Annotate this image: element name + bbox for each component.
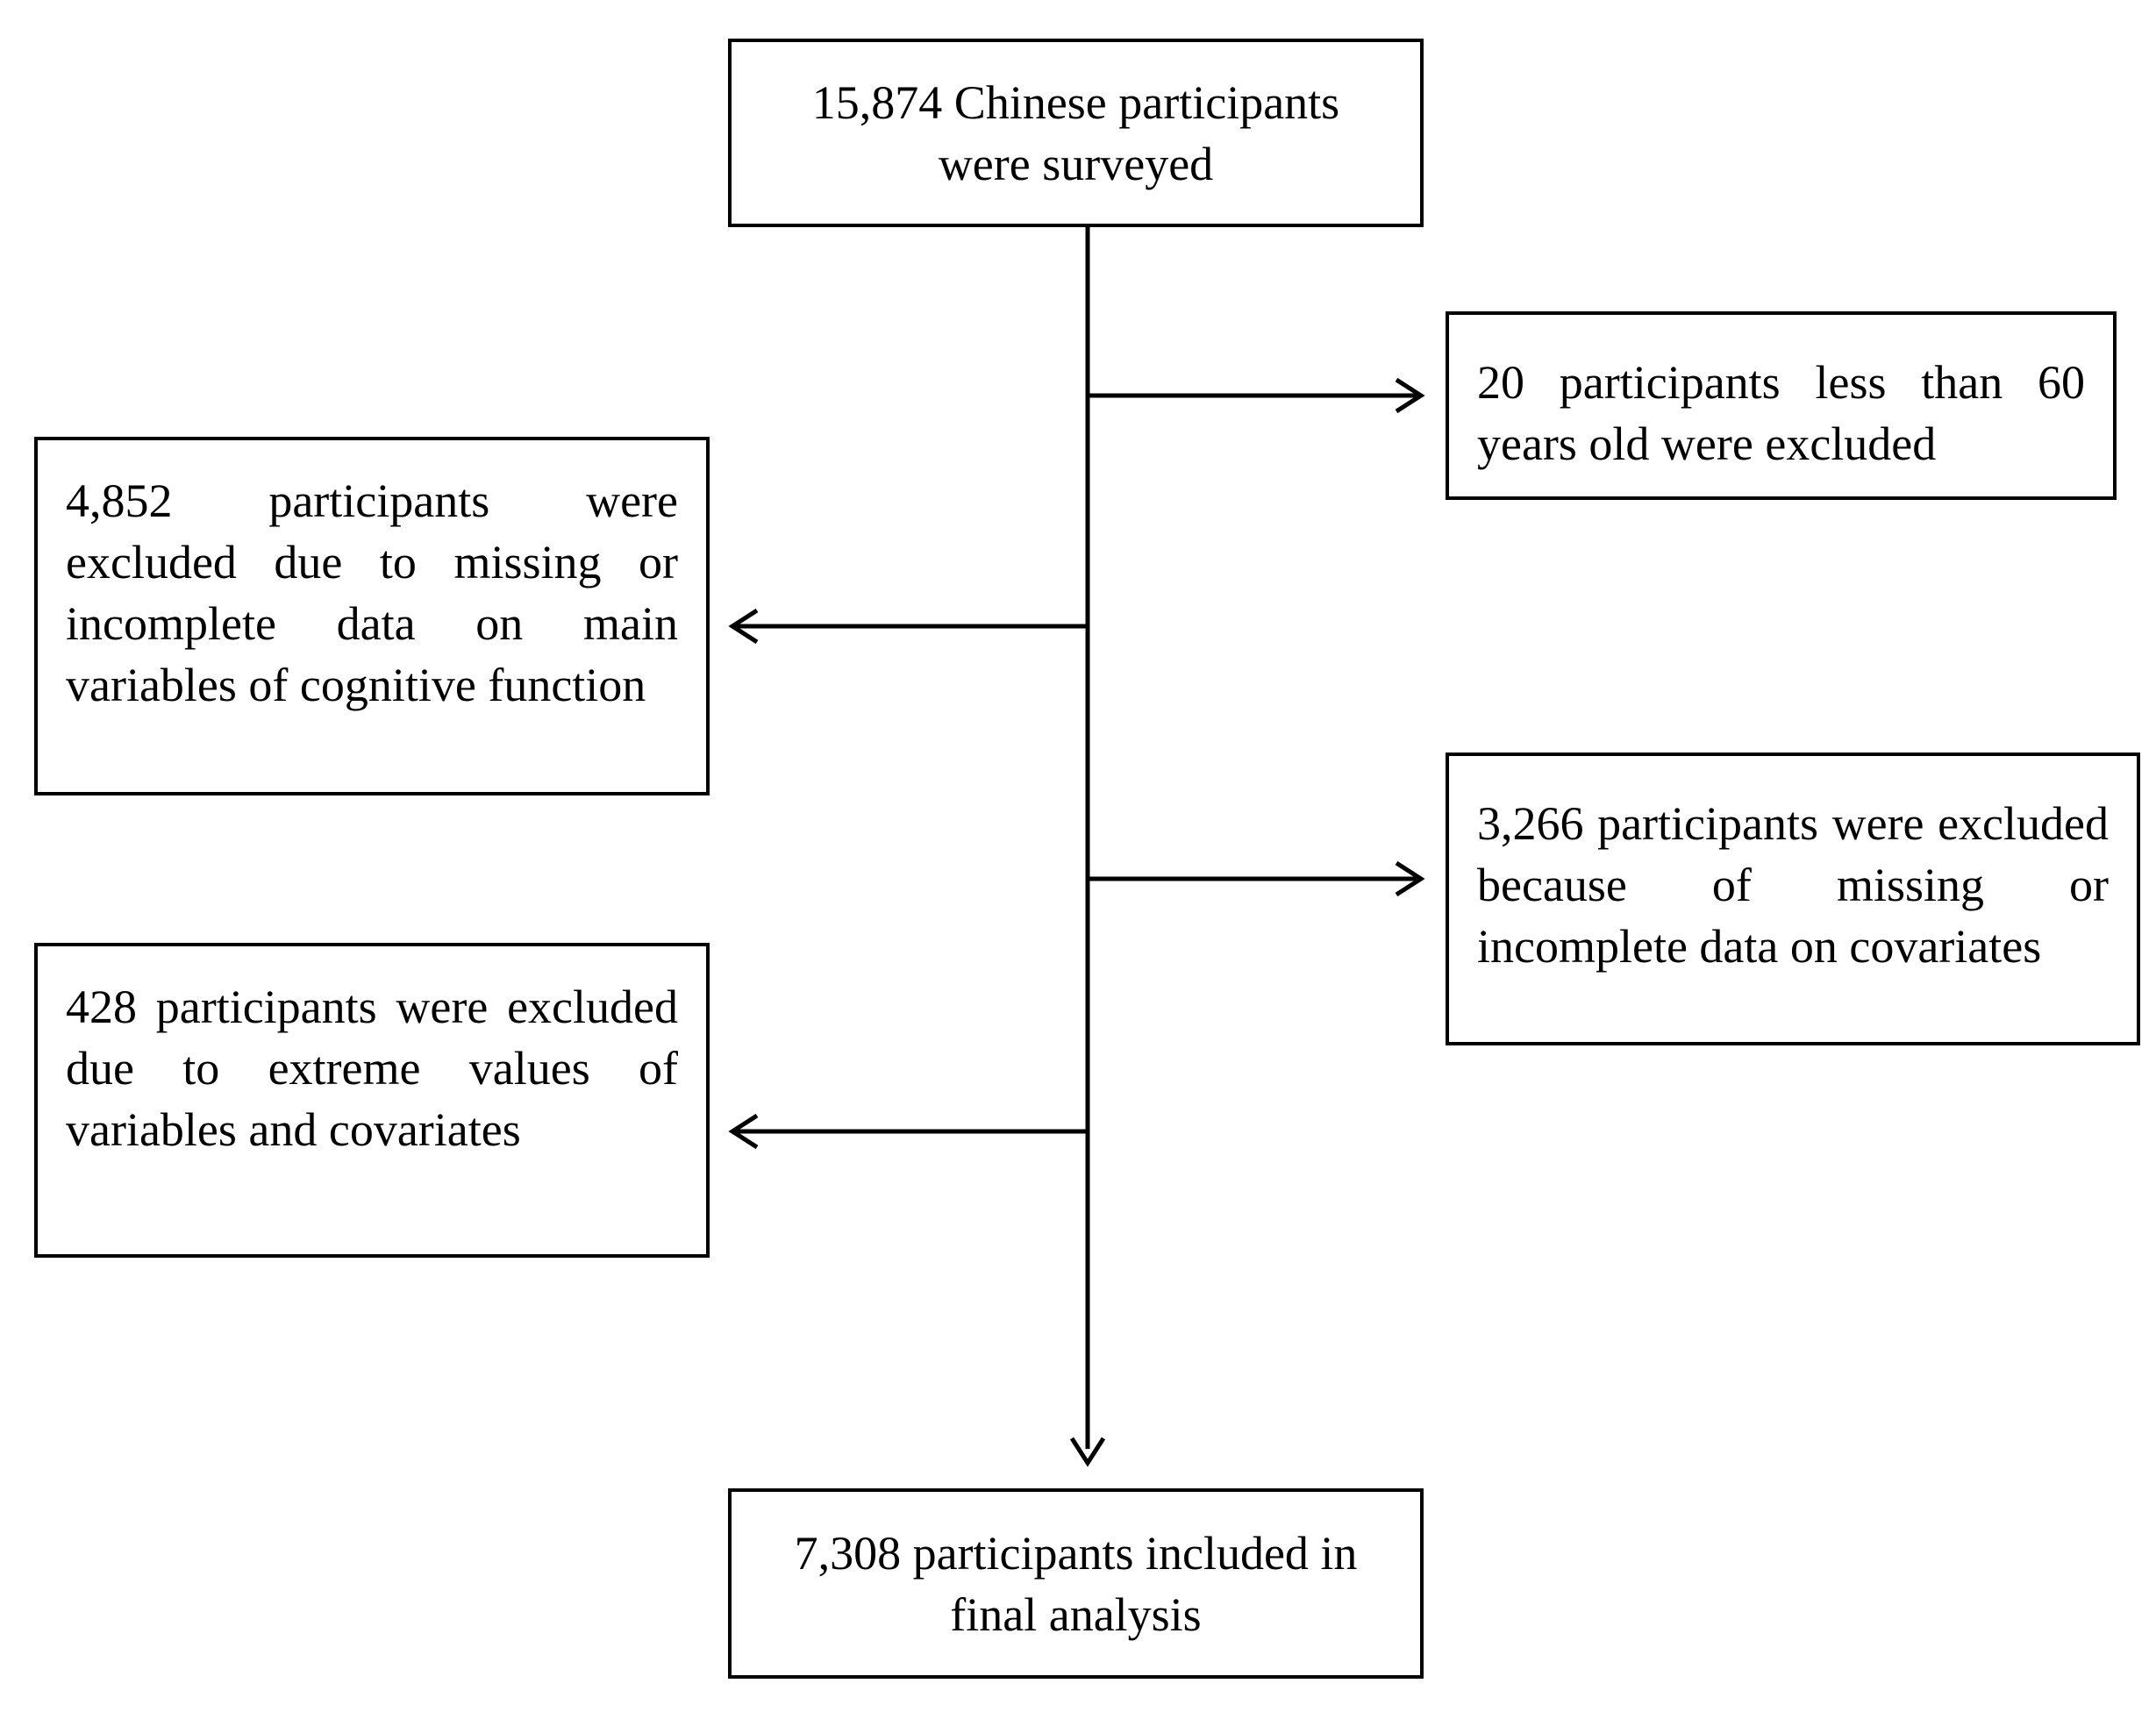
- exclusion-cognitive-text: 4,852 participants were excluded due to …: [66, 474, 678, 711]
- final-line-2: final analysis: [950, 1587, 1202, 1641]
- arrowhead-extreme: [728, 1113, 759, 1150]
- arrowhead-cognitive: [728, 608, 759, 645]
- final-line-1: 7,308 participants included in: [794, 1526, 1358, 1580]
- start-line-2: were surveyed: [938, 137, 1214, 190]
- arrowhead-age: [1395, 377, 1425, 414]
- arrowhead-final: [1069, 1437, 1106, 1467]
- exclusion-extreme-text: 428 participants were excluded due to ex…: [66, 981, 678, 1156]
- final-box: 7,308 participants included in final ana…: [728, 1488, 1424, 1679]
- arrowhead-covariates: [1395, 860, 1425, 897]
- exclusion-age-box: 20 participants less than 60 years old w…: [1446, 311, 2117, 500]
- exclusion-covariates-box: 3,266 participants were excluded because…: [1446, 753, 2140, 1045]
- start-box: 15,874 Chinese participants were surveye…: [728, 39, 1424, 227]
- exclusion-cognitive-box: 4,852 participants were excluded due to …: [34, 437, 710, 795]
- exclusion-extreme-box: 428 participants were excluded due to ex…: [34, 943, 710, 1258]
- start-line-1: 15,874 Chinese participants: [811, 75, 1340, 129]
- exclusion-age-text: 20 participants less than 60 years old w…: [1477, 356, 2085, 470]
- exclusion-covariates-text: 3,266 participants were excluded because…: [1477, 797, 2109, 973]
